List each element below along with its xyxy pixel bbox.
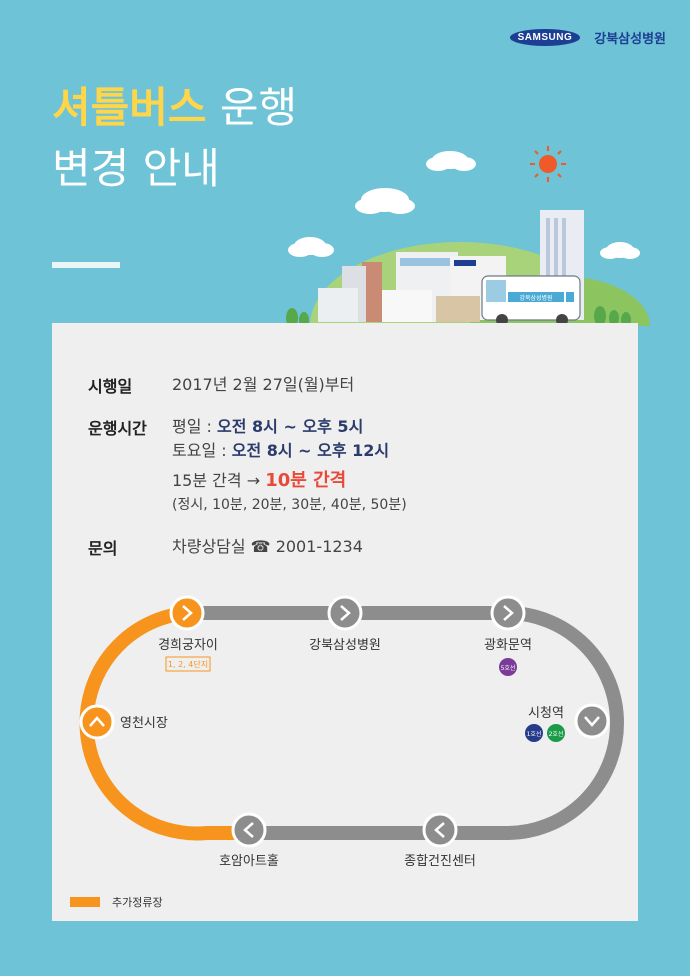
svg-text:2호선: 2호선	[549, 730, 564, 738]
sun-icon	[530, 146, 566, 182]
header-logos: SAMSUNG 강북삼성병원	[509, 28, 666, 47]
stop-marker-gyeonghui	[169, 595, 205, 631]
date-label: 시행일	[88, 377, 133, 396]
svg-text:5호선: 5호선	[501, 664, 516, 672]
weekday-hours: 오전 8시 ~ 오후 5시	[217, 417, 364, 436]
chevron-up-icon	[89, 716, 105, 727]
title-rest: 운행	[206, 83, 298, 132]
line2-badge: 2호선	[547, 724, 565, 742]
stop-label-hoam: 호암아트홀	[219, 854, 279, 869]
stop-marker-hospital	[327, 595, 363, 631]
chevron-down-icon	[584, 716, 600, 727]
chevron-right-icon	[340, 605, 351, 621]
title-highlight: 셔틀버스	[52, 83, 207, 132]
stop-marker-yeongcheon	[79, 704, 115, 740]
legend-swatch	[70, 897, 100, 907]
title-underline	[52, 262, 120, 268]
stop-marker-hoam	[231, 812, 267, 848]
stop-marker-gwanghwamun	[490, 595, 526, 631]
svg-text:1호선: 1호선	[527, 730, 542, 738]
stop-label-cityhall: 시청역	[528, 706, 564, 721]
contact-value: 차량상담실 ☎ 2001-1234	[172, 537, 363, 556]
route-added	[79, 606, 247, 841]
stop-label-hospital: 강북삼성병원	[309, 638, 381, 653]
hours-label: 운행시간	[88, 419, 147, 438]
date-value: 2017년 2월 27일(월)부터	[172, 375, 355, 394]
gyeonghui-sub-label: 1, 2, 4단지	[168, 659, 208, 669]
stop-label-health-center: 종합건진센터	[404, 854, 476, 869]
interval-new: 10분 간격	[265, 470, 347, 491]
samsung-logo: SAMSUNG	[509, 29, 581, 46]
page-title: 셔틀버스 운행 변경 안내	[52, 80, 297, 202]
hours-values: 평일 : 오전 8시 ~ 오후 5시 토요일 : 오전 8시 ~ 오후 12시 …	[172, 415, 407, 517]
saturday-hours: 오전 8시 ~ 오후 12시	[231, 441, 390, 460]
shuttle-bus-icon: 강북삼성병원	[481, 275, 581, 326]
gyeonghui-sub-badge	[165, 656, 211, 672]
stop-label-yeongcheon: 영천시장	[120, 716, 168, 731]
info-row-hours: 운행시간 평일 : 오전 8시 ~ 오후 5시 토요일 : 오전 8시 ~ 오후…	[88, 415, 407, 517]
chevron-left-icon	[434, 822, 445, 838]
cloud-icon	[288, 151, 640, 259]
hospital-illustration: 강북삼성병원	[286, 146, 650, 326]
shuttle-route-map: 5호선 1호선 2호선 1, 2, 4단지 경희궁자이 강북삼성병원 광화문역 …	[70, 595, 624, 909]
saturday-prefix: 토요일 :	[172, 441, 232, 460]
hospital-logo-text: 강북삼성병원	[594, 32, 666, 47]
chevron-right-icon	[503, 605, 514, 621]
info-row-date: 시행일 2017년 2월 27일(월)부터	[88, 373, 407, 397]
line1-badge: 1호선	[525, 724, 543, 742]
stop-label-gwanghwamun: 광화문역	[484, 638, 532, 653]
info-section: 시행일 2017년 2월 27일(월)부터 운행시간 평일 : 오전 8시 ~ …	[88, 373, 407, 577]
interval-detail: (정시, 10분, 20분, 30분, 40분, 50분)	[172, 497, 407, 513]
weekday-prefix: 평일 :	[172, 417, 218, 436]
title-line2: 변경 안내	[52, 144, 220, 193]
stop-marker-health-center	[422, 812, 458, 848]
chevron-left-icon	[243, 822, 254, 838]
info-row-contact: 문의 차량상담실 ☎ 2001-1234	[88, 535, 407, 559]
line5-badge: 5호선	[499, 658, 517, 676]
legend-label: 추가정류장	[112, 896, 163, 909]
contact-label: 문의	[88, 539, 118, 558]
route-existing	[187, 606, 624, 840]
stop-label-gyeonghui: 경희궁자이	[158, 638, 218, 653]
info-card: 시행일 2017년 2월 27일(월)부터 운행시간 평일 : 오전 8시 ~ …	[52, 323, 638, 921]
stop-marker-cityhall	[574, 703, 610, 739]
interval-prefix: 15분 간격 →	[172, 471, 266, 490]
svg-text:강북삼성병원: 강북삼성병원	[519, 294, 552, 302]
chevron-right-icon	[182, 605, 193, 621]
